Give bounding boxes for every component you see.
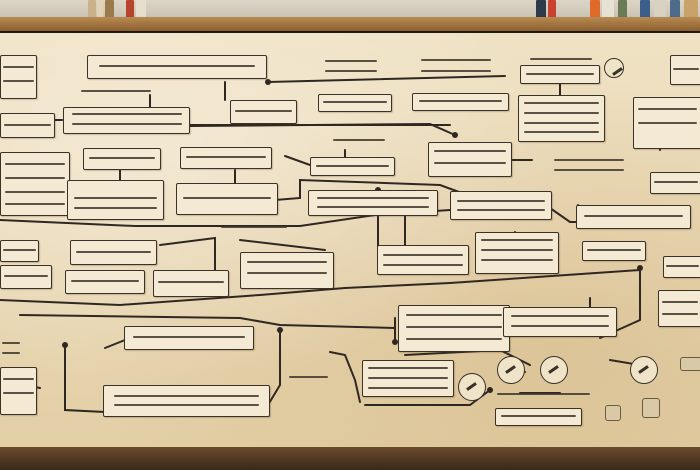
note-card	[0, 113, 55, 138]
note-card	[415, 54, 497, 80]
note-card	[67, 180, 164, 220]
book	[618, 0, 627, 18]
book	[97, 0, 103, 18]
note-card	[495, 408, 582, 426]
note-card	[525, 52, 597, 66]
book	[126, 0, 134, 18]
pin-icon	[458, 373, 486, 401]
book	[640, 0, 650, 18]
book	[684, 0, 698, 18]
book	[654, 0, 666, 18]
book	[105, 0, 114, 18]
note-card	[153, 270, 229, 297]
book	[548, 0, 556, 18]
note-card	[63, 107, 190, 134]
note-card	[70, 240, 157, 265]
note-card	[548, 152, 630, 179]
note-card	[362, 360, 454, 397]
note-card	[215, 219, 292, 235]
note-card	[0, 335, 22, 363]
clip-icon	[642, 398, 660, 418]
book	[602, 0, 614, 18]
note-card	[0, 55, 37, 99]
pin-icon	[604, 58, 624, 78]
pin-icon	[540, 356, 568, 384]
note-card	[670, 55, 700, 85]
board-frame-bottom	[0, 447, 700, 470]
note-card	[450, 191, 552, 220]
note-card	[0, 367, 37, 415]
note-card	[428, 142, 512, 177]
note-card	[650, 172, 700, 194]
book	[670, 0, 680, 18]
note-card	[582, 241, 646, 261]
note-card	[633, 97, 700, 149]
note-card	[318, 94, 392, 112]
note-card	[328, 132, 390, 148]
note-card	[398, 305, 510, 352]
note-card	[503, 307, 617, 337]
note-card	[520, 65, 600, 84]
clip-icon	[680, 357, 700, 371]
book	[536, 0, 546, 18]
note-card	[310, 157, 395, 176]
note-card	[0, 265, 52, 289]
note-card	[490, 385, 597, 403]
note-card	[75, 83, 157, 99]
note-card	[160, 58, 272, 74]
note-card	[176, 183, 278, 215]
pin-icon	[497, 356, 525, 384]
wall-above-shelf	[0, 0, 700, 20]
note-card	[65, 270, 145, 294]
book	[88, 0, 96, 18]
note-card	[240, 252, 334, 289]
note-card	[230, 100, 297, 124]
note-card	[124, 326, 254, 350]
note-card	[180, 147, 272, 169]
note-card	[663, 256, 700, 278]
wooden-shelf	[0, 17, 700, 31]
note-card	[87, 55, 267, 79]
note-card	[576, 205, 691, 229]
note-card	[475, 232, 559, 274]
note-card	[412, 93, 509, 111]
note-card	[0, 240, 39, 262]
pin-icon	[630, 356, 658, 384]
book	[590, 0, 600, 18]
note-card	[658, 290, 700, 327]
note-card	[285, 368, 332, 386]
note-card	[518, 95, 605, 142]
note-card	[377, 245, 469, 275]
book	[136, 0, 146, 18]
clip-icon	[605, 405, 621, 421]
note-card	[103, 385, 270, 417]
note-card	[0, 152, 70, 216]
note-card	[320, 55, 382, 79]
note-card	[308, 190, 438, 216]
note-card	[83, 148, 161, 170]
